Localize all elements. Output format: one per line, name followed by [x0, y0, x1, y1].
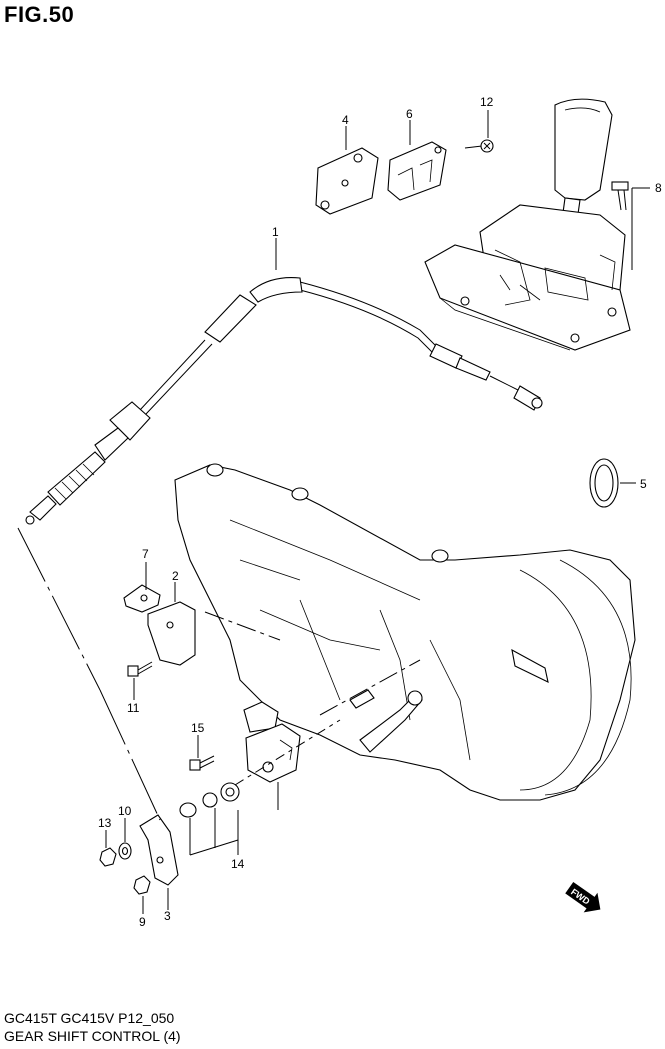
part-13-nut	[99, 847, 117, 867]
footer-model-line: GC415T GC415V P12_050	[4, 1010, 175, 1026]
part-9-nut	[133, 875, 151, 895]
footer-caption: GEAR SHIFT CONTROL (4)	[4, 1028, 181, 1044]
callout-13: 13	[98, 816, 112, 830]
callout-9: 9	[139, 915, 146, 929]
part-11-bolt	[127, 661, 153, 677]
part-4-plate	[315, 147, 379, 215]
callout-6: 6	[406, 107, 413, 121]
callout-5: 5	[640, 477, 647, 491]
callout-11: 11	[127, 701, 140, 715]
callout-14: 14	[231, 857, 245, 871]
part-10-washer	[118, 842, 132, 860]
transmission-case	[174, 463, 636, 801]
shift-lever-assembly	[424, 98, 631, 351]
part-12-screw	[464, 139, 494, 153]
part-8-bolt	[611, 181, 629, 211]
callout-8: 8	[655, 181, 662, 195]
callout-3: 3	[164, 909, 171, 923]
callout-1: 1	[272, 225, 279, 239]
part-3-bracket	[139, 814, 179, 886]
shift-lever-joint	[243, 701, 301, 783]
figure-title: FIG.50	[4, 2, 75, 27]
part-14-set	[179, 782, 240, 818]
part-5-grommet	[589, 458, 619, 508]
callout-2: 2	[172, 569, 179, 583]
callout-10: 10	[118, 804, 132, 818]
fwd-arrow-badge: FWD	[565, 881, 601, 913]
leader-lines	[17, 110, 650, 914]
callout-12: 12	[480, 95, 494, 109]
part-6-bracket	[387, 141, 447, 201]
callout-7: 7	[142, 547, 149, 561]
part-1-shift-cable	[25, 277, 543, 525]
part-7-clip	[123, 584, 161, 613]
callout-labels: 1 2 3 4 5 6 7 8 9 10 11 12 13 14 15	[98, 95, 662, 929]
part-15-bolt	[189, 755, 215, 771]
part-2-bracket	[147, 601, 196, 666]
callout-15: 15	[191, 721, 205, 735]
callout-4: 4	[342, 113, 349, 127]
